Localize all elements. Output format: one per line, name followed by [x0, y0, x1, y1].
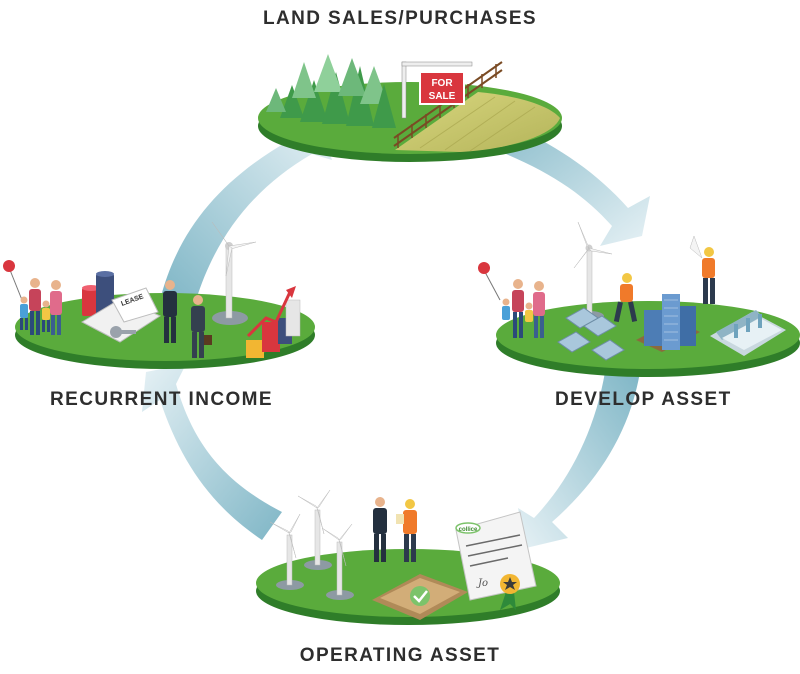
growth-chart-icon	[246, 286, 301, 358]
pine-forest	[266, 54, 396, 128]
arrow-income-to-land	[160, 122, 332, 300]
label-develop-asset: DEVELOP ASSET	[555, 389, 732, 410]
sign-text-for: FOR	[431, 78, 453, 89]
lease-document: LEASE	[80, 287, 162, 343]
businessman-and-engineer	[373, 497, 417, 562]
label-operating-asset: OPERATING ASSET	[299, 645, 501, 666]
check-icon	[410, 586, 430, 606]
land-sales-island: FOR SALE	[258, 54, 562, 162]
clipboard-icon	[396, 514, 404, 524]
award-seal-icon	[500, 574, 520, 610]
office-buildings	[636, 294, 700, 352]
arrow-develop-to-operating	[518, 372, 640, 548]
family-figures	[478, 262, 545, 338]
sign-text-sale: SALE	[429, 91, 456, 102]
briefcase-icon	[204, 335, 212, 345]
develop-asset-island	[478, 221, 800, 377]
wind-turbine	[211, 221, 257, 325]
solar-panels	[557, 307, 625, 361]
for-sale-sign: FOR SALE	[401, 61, 473, 119]
certificate-document: collice Jo	[455, 511, 537, 610]
balloon-icon	[478, 262, 490, 274]
wind-farm	[269, 489, 354, 600]
key-icon	[110, 326, 136, 338]
approval-folder	[372, 574, 468, 620]
hydro-dam	[710, 310, 786, 356]
construction-workers	[613, 235, 715, 323]
operating-asset-island: collice Jo	[256, 489, 560, 625]
businessmen-handshake	[163, 280, 212, 358]
signature: Jo	[476, 578, 488, 589]
balloon-icon	[3, 260, 15, 272]
label-recurrent-income: RECURRENT INCOME	[50, 389, 273, 410]
family-figures	[3, 260, 62, 335]
arrow-operating-to-income	[142, 364, 282, 540]
certificate-logo: collice	[459, 527, 478, 533]
recurrent-income-island: LEASE	[3, 221, 315, 369]
coin-stacks-icon	[82, 271, 114, 316]
label-land-sales-purchases: LAND SALES/PURCHASES	[263, 8, 537, 29]
